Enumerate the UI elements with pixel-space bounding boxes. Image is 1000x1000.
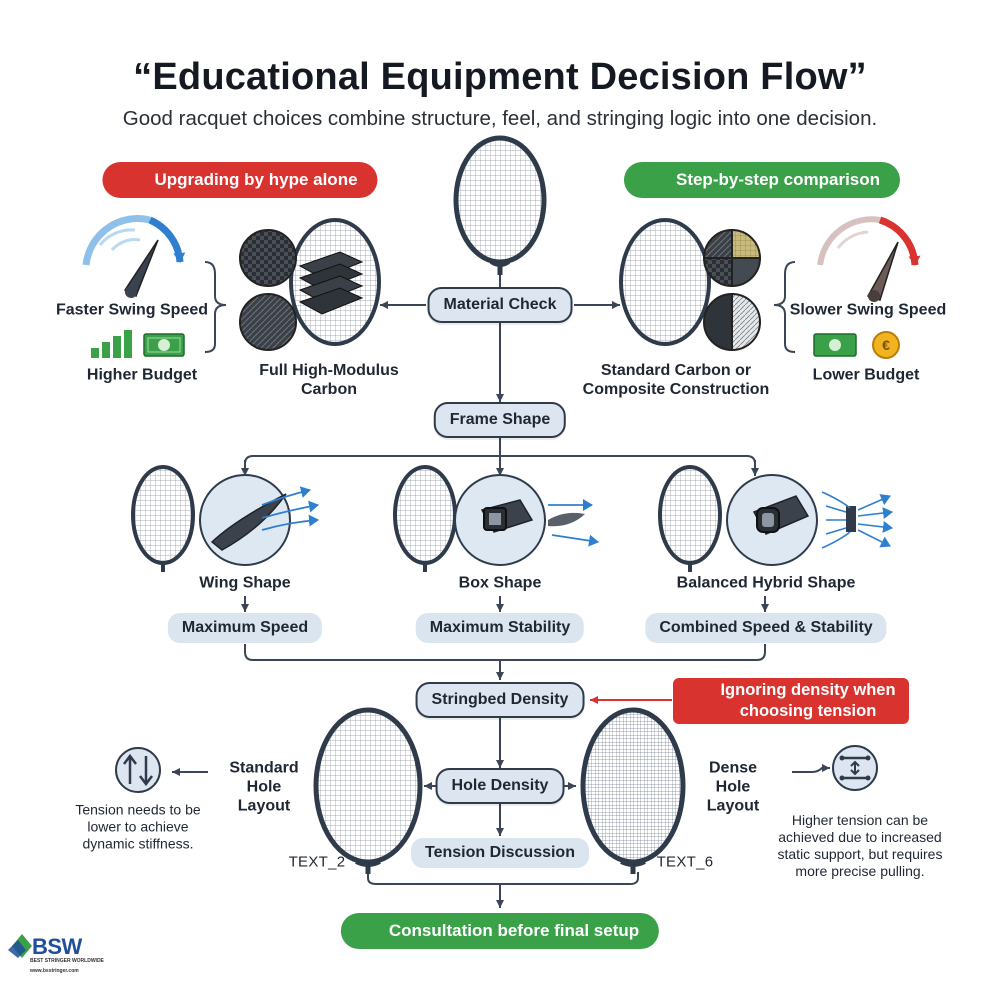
density-warning-label: Ignoring density when choosing tension xyxy=(720,681,896,720)
bad-choice-label: Upgrading by hype alone xyxy=(154,170,358,189)
wing-shape-label: Wing Shape xyxy=(199,574,291,592)
svg-text:€: € xyxy=(882,337,890,353)
material-check-node: Material Check xyxy=(427,287,573,323)
stringbed-density-node: Stringbed Density xyxy=(415,682,585,718)
good-choice-badge: Step-by-step comparison xyxy=(623,162,901,198)
bsw-logo-url: www.bsstringer.com xyxy=(30,968,79,974)
higher-budget-label: Higher Budget xyxy=(86,366,198,384)
frame-shape-node: Frame Shape xyxy=(433,402,567,438)
combined-outcome: Combined Speed & Stability xyxy=(645,613,887,643)
speedometer-slow-icon xyxy=(817,216,921,302)
slower-swing-label: Slower Swing Speed xyxy=(789,301,947,319)
material-connectors xyxy=(204,261,796,402)
maximum-stability-outcome: Maximum Stability xyxy=(415,613,585,643)
standard-carbon-label: Standard Carbon or Composite Constructio… xyxy=(582,362,770,398)
wing-shape-icon xyxy=(131,465,319,572)
standard-hole-label: Standard Hole Layout xyxy=(229,759,299,815)
faster-swing-label: Faster Swing Speed xyxy=(55,301,209,319)
text-ref-left: TEXT_2 xyxy=(288,853,346,871)
box-shape-label: Box Shape xyxy=(458,574,542,592)
budget-low-icon: € xyxy=(813,331,900,359)
maximum-speed-outcome: Maximum Speed xyxy=(167,613,323,643)
hybrid-shape-label: Balanced Hybrid Shape xyxy=(676,574,856,592)
racquet-top-icon xyxy=(453,135,547,275)
good-choice-label: Step-by-step comparison xyxy=(675,170,881,189)
speedometer-fast-icon xyxy=(82,215,186,298)
page-subtitle: Good racquet choices combine structure, … xyxy=(122,107,878,130)
lower-budget-label: Lower Budget xyxy=(812,366,920,384)
dense-tension-note: Higher tension can be achieved due to in… xyxy=(777,812,943,879)
final-consultation-badge: Consultation before final setup xyxy=(340,913,660,949)
budget-high-icon xyxy=(91,330,185,358)
tension-discussion-node: Tension Discussion xyxy=(411,838,589,868)
density-warning-badge: Ignoring density when choosing tension xyxy=(673,678,909,724)
dense-hole-label: Dense Hole Layout xyxy=(706,759,760,815)
final-consultation-label: Consultation before final setup xyxy=(388,921,640,940)
hybrid-shape-icon xyxy=(658,465,893,572)
static-support-icon xyxy=(832,745,878,791)
racquet-standard-icon xyxy=(313,707,423,874)
box-shape-icon xyxy=(393,465,599,572)
frame-connectors xyxy=(241,436,769,680)
tension-arrows-icon xyxy=(115,747,161,793)
high-modulus-label: Full High-Modulus Carbon xyxy=(259,362,399,398)
bad-choice-badge: Upgrading by hype alone xyxy=(102,162,378,198)
bsw-logo-text: BSW xyxy=(32,934,82,959)
composite-material-icon xyxy=(619,218,762,352)
standard-tension-note: Tension needs to be lower to achieve dyn… xyxy=(75,801,201,852)
racquet-dense-icon xyxy=(580,707,686,874)
hole-density-node: Hole Density xyxy=(435,768,565,804)
page-title: “Educational Equipment Decision Flow” xyxy=(133,56,867,98)
bsw-logo-tagline: BEST STRINGER WORLDWIDE xyxy=(30,958,104,964)
text-ref-right: TEXT_6 xyxy=(656,853,714,871)
carbon-material-icon xyxy=(239,218,381,351)
bsw-logo-icon xyxy=(8,934,32,958)
